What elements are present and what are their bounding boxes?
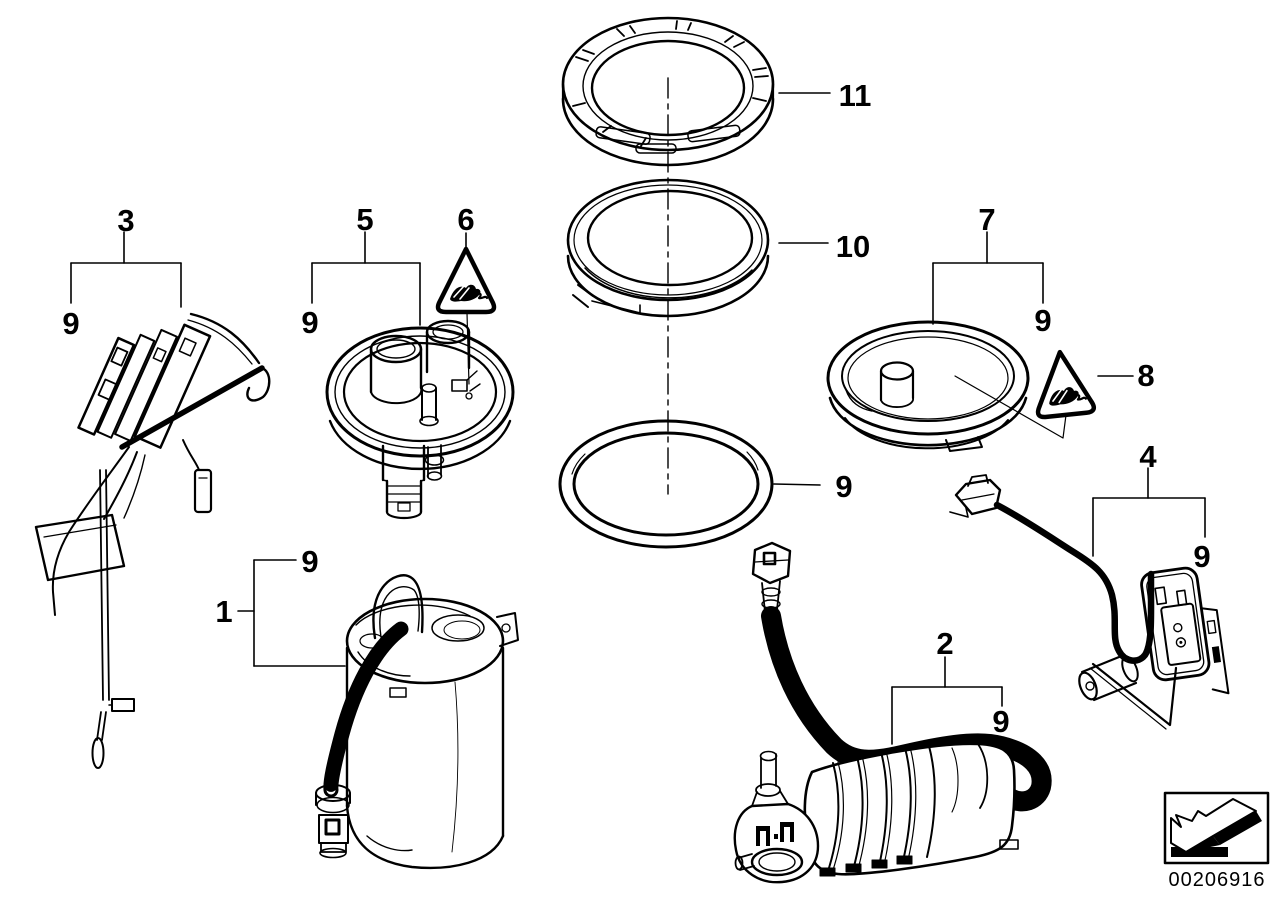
callout-9-label-b[interactable]: 9: [301, 305, 318, 340]
callout-10-label[interactable]: 10: [836, 229, 870, 264]
callout-9-label-c[interactable]: 9: [1034, 303, 1051, 338]
bracket-5: [311, 231, 421, 326]
direction-arrow-icon: [1163, 791, 1270, 865]
callout-9-label-a[interactable]: 9: [62, 306, 79, 341]
bracket-3: [70, 231, 182, 308]
callout-4-label[interactable]: 4: [1139, 439, 1157, 474]
pump-canister-part-1: [315, 574, 519, 870]
callout-6-label[interactable]: 6: [457, 202, 474, 237]
fuel-filter-part-2: [733, 541, 1052, 884]
callout-2-label[interactable]: 2: [936, 626, 953, 661]
callout-8-label[interactable]: 8: [1137, 358, 1154, 393]
doc-number: 00206916: [1169, 869, 1266, 891]
callout-9-label-e[interactable]: 9: [1193, 539, 1210, 574]
warning-triangle-6-icon: [438, 232, 494, 385]
callout-9-label-f[interactable]: 9: [301, 544, 318, 579]
bracket-7: [932, 231, 1044, 325]
bracket-1: [237, 559, 346, 667]
callout-11-label[interactable]: 11: [839, 78, 872, 113]
bracket-2: [891, 656, 1003, 745]
level-sensor-part-3: [34, 312, 271, 769]
sensor-part-4: [949, 474, 1230, 730]
clamp-band-marks: [756, 822, 794, 846]
pump-bowl-part-7: [826, 320, 1030, 452]
callout-1-label[interactable]: 1: [215, 594, 232, 629]
leader-line-9-oring: [773, 483, 821, 486]
locking-ring-part-11: [561, 16, 775, 167]
o-ring-part-9: [558, 419, 774, 549]
callout-5-label[interactable]: 5: [356, 202, 373, 237]
callout-9-label-g[interactable]: 9: [992, 704, 1009, 739]
warning-triangle-8-icon: [954, 349, 1134, 439]
sealing-ring-part-10: [566, 178, 770, 318]
callout-3-label[interactable]: 3: [117, 203, 134, 238]
pump-flange-part-5: [325, 319, 515, 520]
bracket-4: [1092, 467, 1206, 557]
callout-7-label[interactable]: 7: [978, 202, 995, 237]
callout-9-label-d[interactable]: 9: [835, 469, 852, 504]
